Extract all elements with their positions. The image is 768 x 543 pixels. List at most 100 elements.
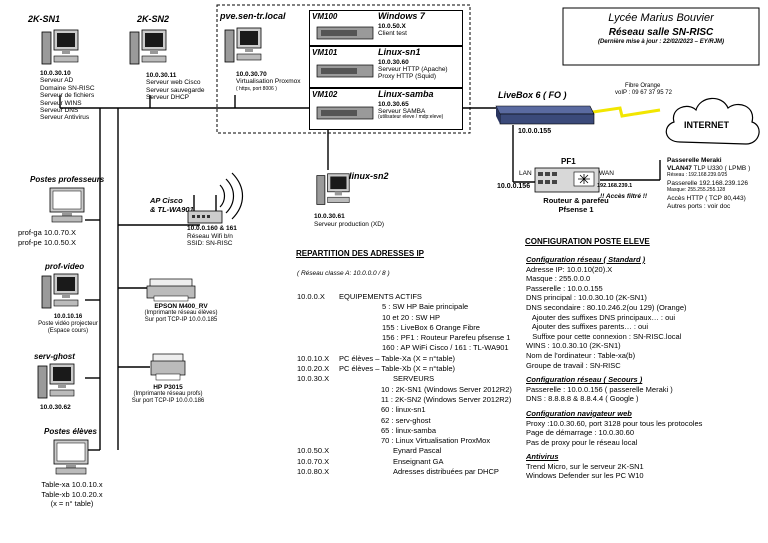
- ap-details: 10.0.0.160 & 161 Réseau Wifi b/n SSID: S…: [187, 225, 237, 248]
- repartition-ip: 10.0.50.X: [297, 446, 330, 456]
- repartition-text: 10 et 20 : SW HP: [382, 312, 440, 322]
- config-line: DNS principal : 10.0.30.10 (2K-SN1): [526, 293, 647, 303]
- serv-ghost-ip: 10.0.30.62: [40, 404, 71, 411]
- repartition-row: 10 : 2K-SN1 (Windows Server 2012R2): [297, 385, 517, 395]
- config-line: Passerelle : 10.0.0.155: [526, 283, 603, 293]
- pf1-desc: Routeur & parefeu Pfsense 1: [543, 196, 609, 214]
- pf1-wan-ip: 192.168.239.1: [597, 183, 633, 189]
- repartition-ip: 10.0.30.X: [297, 374, 330, 384]
- server-icon: [316, 26, 374, 40]
- repartition-text: EQUIPEMENTS ACTIFS: [339, 292, 422, 301]
- config-title: CONFIGURATION POSTE ELEVE: [525, 237, 650, 246]
- livebox-title: LiveBox 6 ( FO ): [498, 90, 567, 100]
- livebox-ip: 10.0.0.155: [518, 128, 552, 135]
- config-line: Page de démarrage : 10.0.30.60: [526, 428, 634, 438]
- repartition-text: Enseignant GA: [393, 456, 444, 466]
- router-icon: [495, 105, 595, 125]
- serv-ghost-title: serv-ghost: [34, 352, 75, 361]
- config-line: Trend Micro, sur le serveur 2K-SN1: [526, 461, 644, 471]
- config-line: WINS : 10.0.30.10 (2K-SN1): [526, 341, 621, 351]
- pve-title: pve.sen-tr.local: [220, 11, 286, 21]
- repartition-row: 62 : serv-ghost: [297, 416, 517, 426]
- config-line: Nom de l’ordinateur : Table-xa(b): [526, 350, 636, 360]
- prof-video-title: prof-video: [45, 262, 85, 271]
- repartition-text: Adresses distribuées par DHCP: [393, 467, 499, 477]
- printer-icon: [150, 353, 186, 381]
- pf1-lan: LAN: [519, 170, 532, 177]
- pf1-title: PF1: [561, 157, 576, 166]
- repartition-row: 160 : AP WiFi Cisco / 161 : TL-WA901: [297, 343, 517, 353]
- printer2-details: HP P3015 (Imprimante réseau profs) Sur p…: [131, 384, 205, 404]
- repartition-ip: 10.0.20.X: [297, 364, 330, 374]
- config-line: Passerelle : 10.0.0.156 ( passerelle Mer…: [526, 384, 673, 394]
- config-section-title: Antivirus: [526, 452, 559, 462]
- server-icon: [315, 170, 351, 213]
- config-section-title: Configuration navigateur web: [526, 408, 632, 418]
- profs-list: prof-ga 10.0.70.X prof-pe 10.0.50.X: [18, 228, 76, 247]
- sn2-title: 2K-SN2: [137, 14, 170, 24]
- firewall-icon: [534, 167, 600, 193]
- repartition-ip: 10.0.70.X: [297, 456, 330, 466]
- repartition-text: 60 : linux-sn1: [381, 405, 426, 415]
- repartition-ip: 10.0.80.X: [297, 467, 330, 477]
- repartition-row: 65 : linux-samba: [297, 426, 517, 436]
- config-line: Ajouter des suffixes parents… : oui: [526, 322, 649, 332]
- repartition-text: Eynard Pascal: [393, 446, 442, 456]
- cloud-icon: [665, 97, 760, 145]
- title-frame: [562, 7, 760, 66]
- repartition-text: 11 : 2K-SN2 (Windows Server 2012R2): [381, 394, 512, 404]
- server-icon: [223, 26, 263, 69]
- repartition-text: 70 : Linux Virtualisation ProxMox: [381, 436, 491, 446]
- wifi-icon: [187, 172, 244, 224]
- repartition-row: 70 : Linux Virtualisation ProxMox: [297, 436, 517, 446]
- repartition-subtitle: ( Réseau classe A: 10.0.0.0 / 8 ): [297, 270, 390, 277]
- sn2-details: 10.0.30.11 Serveur web Cisco Serveur sau…: [146, 72, 205, 102]
- config-line: Masque : 255.0.0.0: [526, 274, 591, 284]
- repartition-text: 155 : LiveBox 6 Orange Fibre: [382, 322, 480, 332]
- linux-sn2-title: linux-sn2: [349, 171, 389, 181]
- config-line: Adresse IP: 10.0.10(20).X: [526, 264, 613, 274]
- repartition-row: 10.0.50.X Eynard Pascal: [297, 446, 517, 456]
- config-section-title: Configuration réseau ( Standard ): [526, 255, 646, 264]
- repartition-text: 65 : linux-samba: [381, 425, 437, 435]
- pve-details: 10.0.30.70 Virtualisation Proxmox ( http…: [236, 71, 301, 92]
- config-line: DNS secondaire : 80.10.246.2(ou 129) (Or…: [526, 302, 687, 312]
- repartition-ip: 10.0.0.X: [297, 292, 325, 301]
- repartition-text: 156 : PF1 : Routeur Parefeu pfsense 1: [382, 333, 511, 343]
- repartition-text: 62 : serv-ghost: [381, 415, 431, 425]
- repartition-text: 160 : AP WiFi Cisco / 161 : TL-WA901: [382, 343, 509, 353]
- sn1-details: 10.0.30.10 Serveur AD Domaine SN-RISC Se…: [40, 70, 95, 122]
- sn1-title: 2K-SN1: [28, 14, 61, 24]
- server-icon: [40, 28, 80, 71]
- repartition-row: 10.0.0.X EQUIPEMENTS ACTIFS: [297, 292, 517, 302]
- printer-icon: [146, 278, 196, 302]
- ap-title: AP Cisco & TL-WA901: [150, 196, 194, 214]
- internet-label: INTERNET: [684, 120, 729, 130]
- server-icon: [128, 28, 168, 71]
- repartition-row: 10.0.70.X Enseignant GA: [297, 457, 517, 467]
- school-name: Lycée Marius Bouvier: [608, 12, 714, 24]
- fibre-link: [592, 106, 661, 118]
- config-line: Proxy :10.0.30.60, port 3128 pour tous l…: [526, 418, 703, 428]
- config-section-title: Configuration réseau ( Secours ): [526, 375, 643, 385]
- repartition-text: 5 : SW HP Baie principale: [382, 302, 469, 312]
- repartition-row: 11 : 2K-SN2 (Windows Server 2012R2): [297, 395, 517, 405]
- server-icon: [316, 106, 374, 120]
- meraki-info: Passerelle Meraki VLAN47 TLP U330 ( LPMB…: [667, 157, 751, 210]
- config-line: Groupe de travail : SN-RISC: [526, 360, 621, 370]
- repartition-row: 155 : LiveBox 6 Orange Fibre: [297, 323, 517, 333]
- pf1-wan: WAN: [599, 170, 614, 177]
- profs-title: Postes professeurs: [30, 175, 105, 184]
- pc-icon: [49, 187, 85, 223]
- server-icon: [36, 362, 76, 405]
- config-line: DNS : 8.8.8.8 & 8.8.4.4 ( Google ): [526, 394, 639, 404]
- eleves-list: Table-xa 10.0.10.x Table-xb 10.0.20.x (x…: [41, 480, 103, 508]
- config-line: Pas de proxy pour le réseau local: [526, 437, 638, 447]
